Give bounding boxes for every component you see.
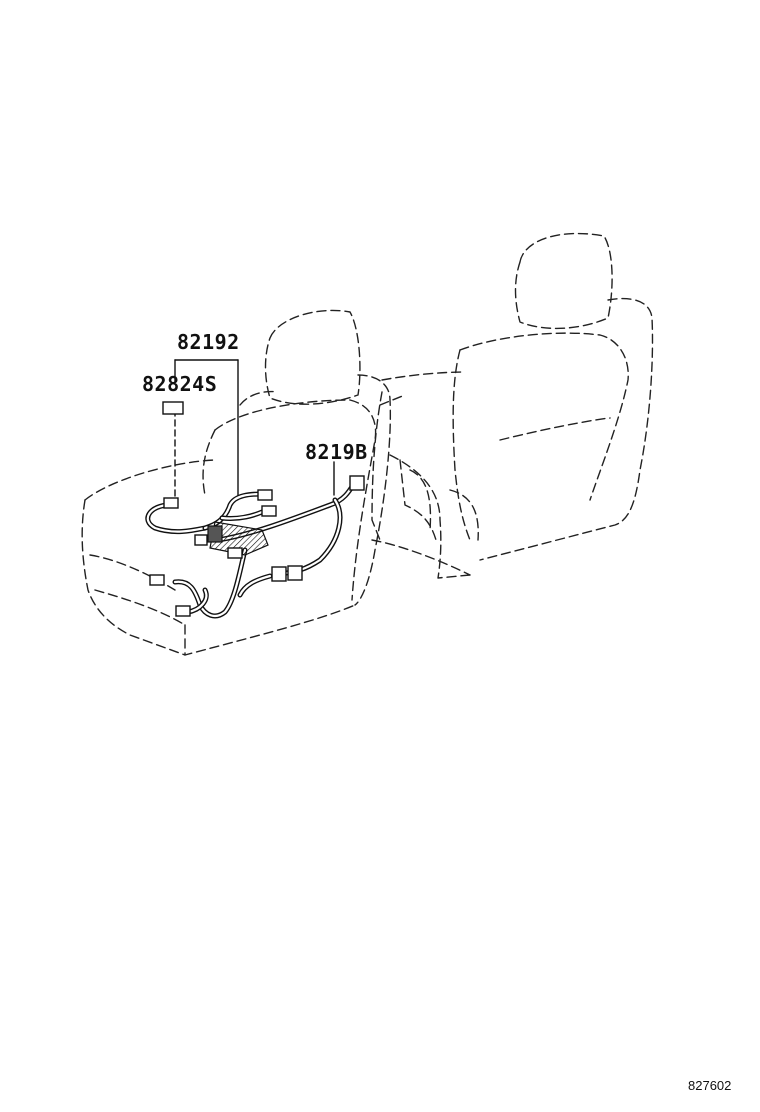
- grommet-clip: [227, 547, 243, 559]
- part-label-8219b: 8219B: [305, 440, 368, 464]
- connector: [149, 401, 365, 617]
- diagram-code: 827602: [688, 1078, 732, 1093]
- rear-seat-illustration: [371, 232, 654, 579]
- front-seat-illustration: [81, 309, 392, 656]
- part-label-82824s: 82824S: [142, 372, 218, 396]
- leader-lines: [174, 359, 335, 501]
- junction-block: [209, 521, 269, 556]
- part-label-82192: 82192: [177, 330, 240, 354]
